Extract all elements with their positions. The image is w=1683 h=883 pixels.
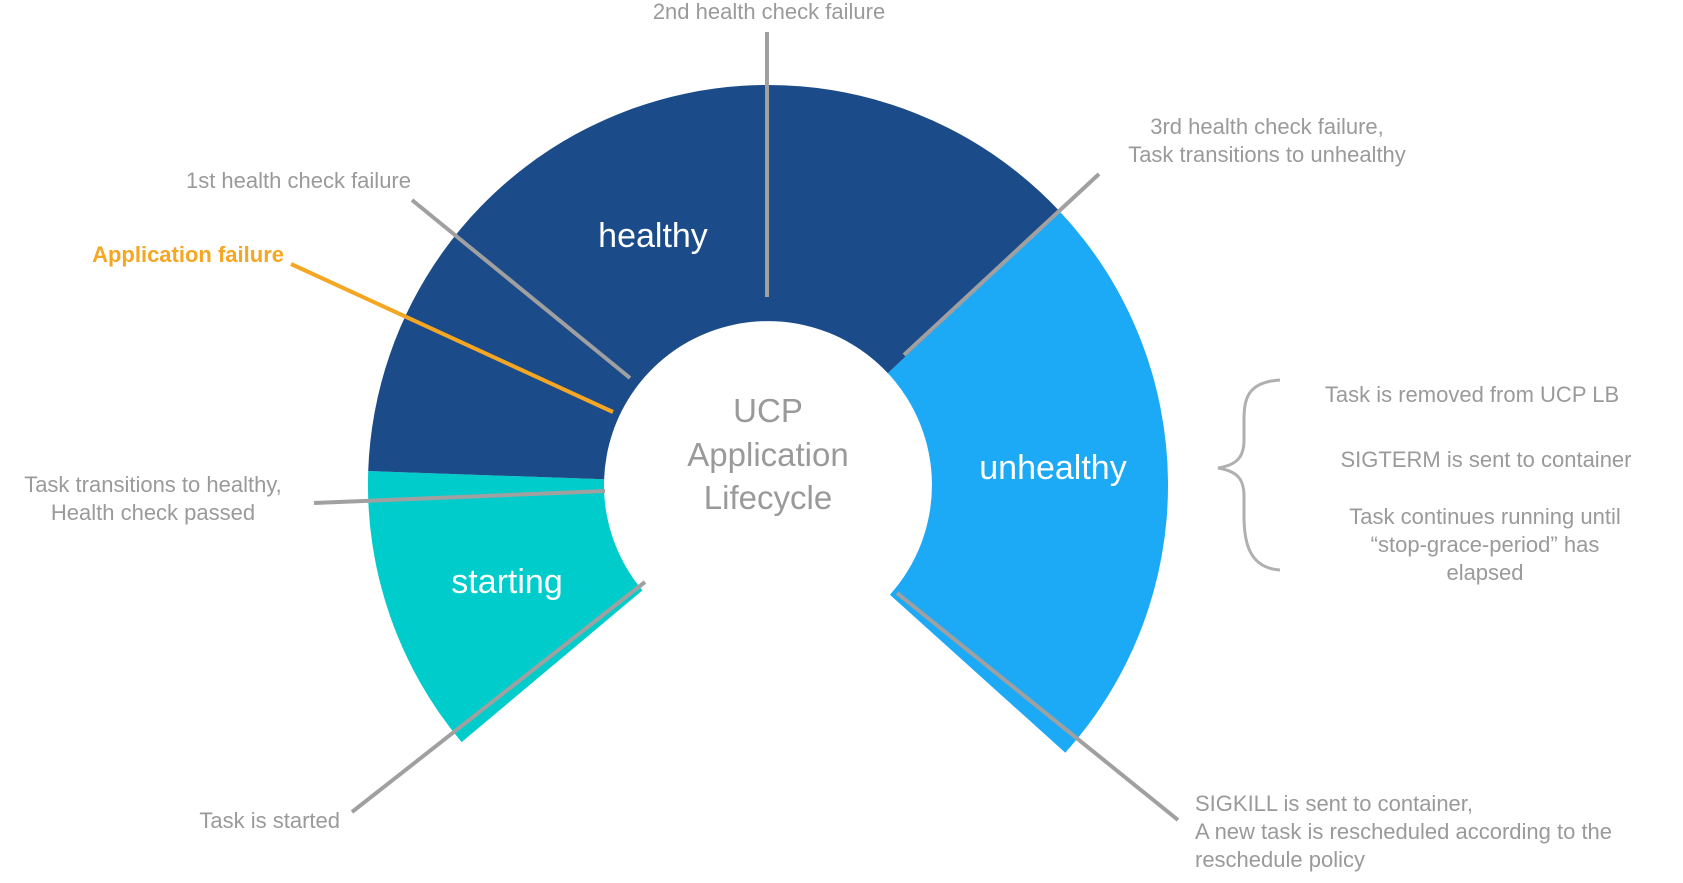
grace-period-text-line3: elapsed [1446, 560, 1523, 585]
third-failure-text-line2: Task transitions to unhealthy [1128, 142, 1406, 167]
task-healthy-text-line1: Task transitions to healthy, [24, 472, 282, 497]
sigterm-text: SIGTERM is sent to container [1341, 447, 1632, 472]
sigkill-leader [895, 591, 1180, 822]
sigkill-text-line3: reschedule policy [1195, 847, 1365, 872]
task-started-leader [350, 580, 647, 814]
application-failure-text: Application failure [92, 242, 284, 267]
unhealthy-label: unhealthy [979, 449, 1126, 487]
unhealthy-segment [887, 212, 1169, 753]
third-failure-leader [902, 172, 1101, 357]
task-started-text: Task is started [199, 808, 340, 833]
task-healthy-leader [313, 489, 606, 505]
starting-label: starting [451, 563, 563, 601]
center-title-line1: UCP [733, 392, 803, 429]
task-healthy-text-line2: Health check passed [51, 500, 255, 525]
starting-segment [367, 471, 643, 743]
first-failure-leader [410, 198, 632, 380]
curly-brace-icon [1217, 378, 1281, 572]
center-title-line2: Application [687, 436, 848, 473]
removed-from-lb-text: Task is removed from UCP LB [1325, 382, 1619, 407]
grace-period-text-line2: “stop-grace-period” has [1371, 532, 1600, 557]
application-failure-leader [290, 262, 614, 414]
sigkill-text-line2: A new task is rescheduled according to t… [1195, 819, 1612, 844]
center-title-line3: Lifecycle [704, 479, 832, 516]
grace-period-text-line1: Task continues running until [1349, 504, 1621, 529]
healthy-label: healthy [598, 217, 708, 255]
first-failure-text: 1st health check failure [186, 168, 411, 193]
second-failure-text: 2nd health check failure [653, 0, 885, 24]
sigkill-text-line1: SIGKILL is sent to container, [1195, 791, 1473, 816]
third-failure-text-line1: 3rd health check failure, [1150, 114, 1384, 139]
